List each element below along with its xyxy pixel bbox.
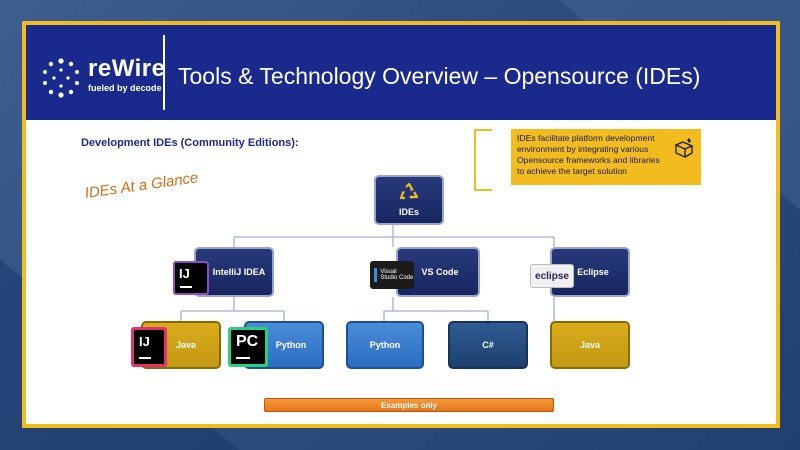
eclipse-java-label: Java	[579, 340, 601, 350]
slide-title: Tools & Technology Overview – Opensource…	[178, 63, 701, 89]
recycle-icon	[399, 183, 419, 200]
eclipse-label: Eclipse	[577, 267, 609, 277]
hand-book-icon	[674, 138, 694, 159]
header-divider	[163, 35, 165, 110]
logo-underline	[180, 286, 192, 288]
vscode-label: VS Code	[421, 267, 459, 277]
intellij-python-label: Python	[275, 340, 307, 350]
vscode-python-label: Python	[369, 340, 401, 350]
vscode-mark-icon	[374, 268, 378, 282]
intellij-logo-text: IJ	[179, 266, 190, 281]
diagram-node-vscode-csharp: C#	[448, 321, 528, 369]
rewire-dots-icon	[43, 58, 79, 98]
callout-bracket	[474, 129, 492, 191]
intellij-label: IntelliJ IDEA	[212, 267, 266, 277]
eclipse-logo-text: eclipse	[535, 270, 569, 282]
logo-underline	[139, 357, 151, 359]
logo-underline	[236, 357, 250, 359]
section-subheading: Development IDEs (Community Editions):	[81, 137, 299, 149]
rewire-logo: reWire fueled by decode	[40, 55, 170, 98]
intellij-java-logo-text: IJ	[139, 334, 150, 349]
eclipse-logo-icon: eclipse	[530, 264, 574, 288]
intellij-logo-icon: IJ	[173, 261, 209, 295]
diagram-root-ides: IDEs	[374, 175, 444, 225]
examples-only-banner: Examples only	[264, 398, 554, 412]
callout-box: IDEs facilitate platform development env…	[511, 129, 701, 185]
diagram-node-vscode-python: Python	[346, 321, 424, 369]
intellij-java-label: Java	[175, 340, 197, 350]
logo-wordmark: reWire	[88, 55, 166, 82]
diagram-node-eclipse-java: Java	[550, 321, 630, 369]
diagram-node-eclipse: Eclipse	[550, 247, 630, 297]
diagram-root-label: IDEs	[398, 207, 419, 217]
callout-text: IDEs facilitate platform development env…	[517, 133, 660, 176]
pycharm-logo-text: PC	[236, 333, 259, 350]
slide: reWire fueled by decode Tools & Technolo…	[22, 21, 780, 428]
slide-header: reWire fueled by decode Tools & Technolo…	[26, 25, 776, 120]
vscode-csharp-label: C#	[482, 340, 494, 350]
intellij-java-logo-icon: IJ	[131, 327, 167, 367]
vscode-logo-icon: Visual Studio Code	[370, 261, 414, 289]
vscode-logo-text: Visual Studio Code	[380, 269, 414, 281]
pycharm-logo-icon: PC	[228, 327, 268, 367]
logo-tagline: fueled by decode	[88, 83, 162, 93]
glance-label: IDEs At a Glance	[83, 169, 200, 202]
